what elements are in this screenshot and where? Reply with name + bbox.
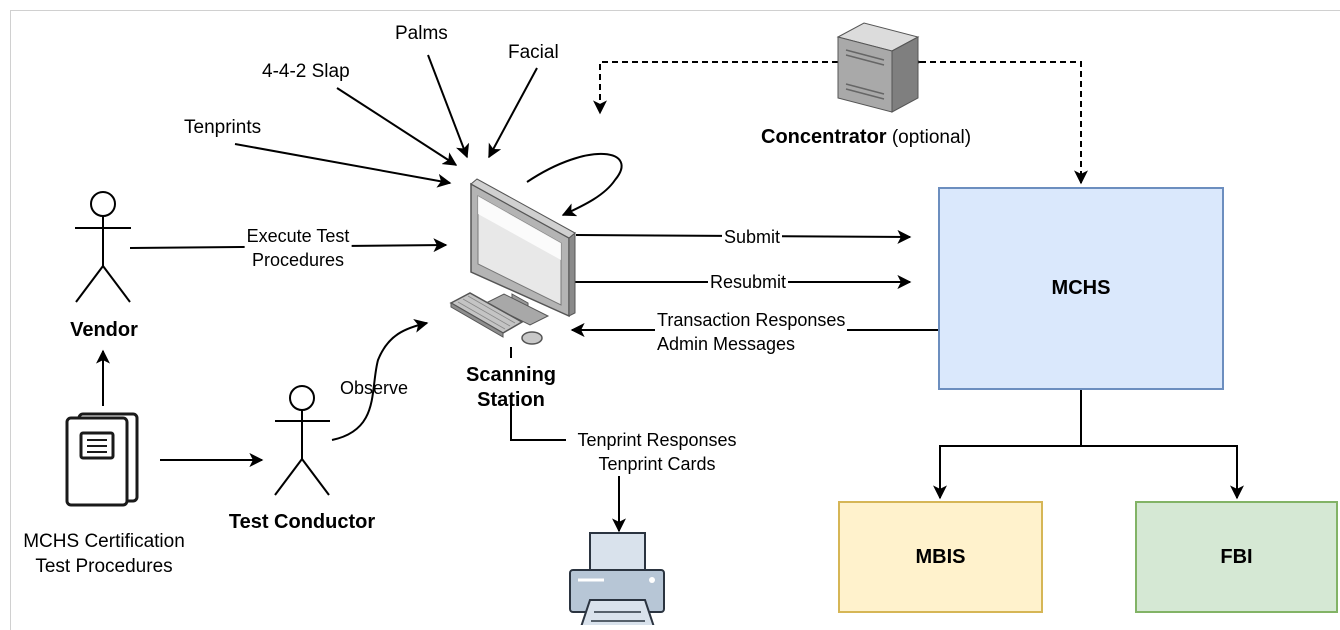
label-tenprint-line2: Tenprint Cards [598, 454, 716, 474]
label-palms: Palms [395, 23, 448, 44]
label-submit: Submit [722, 225, 783, 249]
document-label-line2: Test Procedures [35, 556, 173, 577]
vendor-actor-icon [75, 191, 131, 303]
label-execute: Execute Test Procedures [244, 224, 352, 272]
mchs-label: MCHS [1051, 277, 1111, 299]
document-label-line1: MCHS Certification [23, 531, 185, 552]
vendor-label: Vendor [70, 319, 138, 341]
document-icon [65, 412, 139, 507]
arrow-palms [427, 54, 470, 159]
label-tenprint: Tenprint Responses Tenprint Cards [575, 428, 739, 476]
label-facial: Facial [508, 42, 559, 63]
concentrator-note: (optional) [891, 127, 972, 148]
link-concentrator-station [593, 55, 851, 115]
arrow-self-loop [526, 152, 623, 217]
arrow-tenprints [234, 143, 452, 188]
station-label-line2: Station [477, 389, 545, 411]
station-label-line1: Scanning [465, 364, 557, 386]
arrow-mchs-fbi [1081, 445, 1244, 500]
label-observe: Observe [340, 378, 409, 398]
concentrator-name: Concentrator [761, 126, 887, 148]
label-tenprints: Tenprints [184, 117, 262, 138]
scanning-station-label: Scanning Station [466, 363, 556, 413]
printer-icon [569, 532, 665, 625]
mchs-box: MCHS [938, 187, 1224, 390]
label-tenprint-line1: Tenprint Responses [577, 430, 737, 450]
mbis-box: MBIS [838, 501, 1043, 613]
arrow-slap [336, 87, 458, 166]
server-icon [836, 22, 920, 113]
label-resubmit: Resubmit [708, 270, 789, 294]
label-execute-line1: Execute Test [246, 226, 350, 246]
test-conductor-actor-icon [274, 385, 330, 496]
label-execute-line2: Procedures [251, 250, 345, 270]
concentrator-label: Concentrator (optional) [761, 125, 971, 150]
fbi-box: FBI [1135, 501, 1338, 613]
label-slap: 4-4-2 Slap [262, 61, 350, 82]
arrow-mchs-split [933, 390, 1082, 500]
label-responses-line1: Transaction Responses [657, 310, 846, 330]
label-responses: Transaction Responses Admin Messages [655, 308, 848, 356]
arrow-observe [331, 318, 429, 441]
test-conductor-label: Test Conductor [228, 511, 376, 533]
document-label: MCHS Certification Test Procedures [23, 529, 185, 579]
arrow-facial [488, 67, 538, 159]
mbis-label: MBIS [915, 545, 966, 568]
link-concentrator-mchs [907, 55, 1088, 185]
arrow-tenprint [510, 400, 566, 441]
diagram-frame [10, 10, 1340, 630]
label-responses-line2: Admin Messages [657, 334, 796, 354]
computer-icon [449, 178, 576, 345]
fbi-label: FBI [1220, 545, 1253, 568]
